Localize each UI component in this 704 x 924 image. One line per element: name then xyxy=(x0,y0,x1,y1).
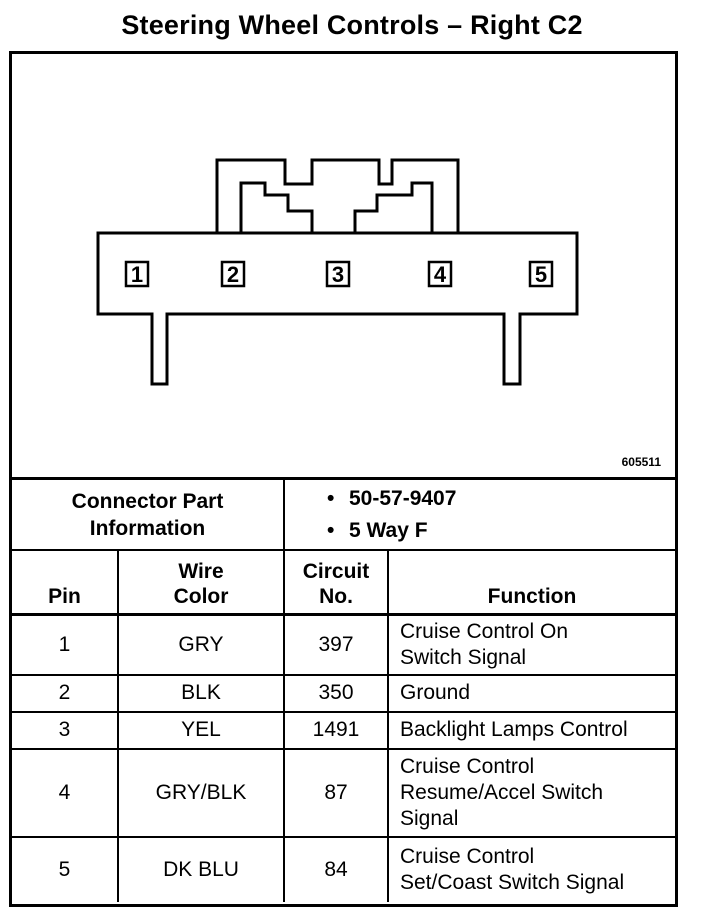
connector-latch-inner xyxy=(239,181,434,233)
function-line: Switch Signal xyxy=(400,645,527,669)
function-line: Set/Coast Switch Signal xyxy=(400,870,625,894)
wire-color-cell: YEL xyxy=(117,710,285,750)
pin-box-5 xyxy=(528,260,554,288)
pin-label-5: 5 xyxy=(535,262,547,287)
function-line: Cruise Control xyxy=(400,844,535,868)
circuit-cell: 87 xyxy=(283,747,389,838)
pin-label-4: 4 xyxy=(434,262,447,287)
function-line: Cruise Control xyxy=(400,754,535,778)
function-line: Resume/Accel Switch xyxy=(400,780,604,804)
pin-cell: 1 xyxy=(12,613,119,676)
circuit-cell: 84 xyxy=(283,835,389,902)
wire-color-cell: DK BLU xyxy=(117,835,285,902)
circuit-cell: 1491 xyxy=(283,710,389,750)
pin-label-2: 2 xyxy=(227,262,239,287)
function-line: Cruise Control On xyxy=(400,619,569,643)
pin-cell: 2 xyxy=(12,673,119,713)
pin-cell: 4 xyxy=(12,747,119,838)
function-line: Backlight Lamps Control xyxy=(400,718,628,741)
connector-part-label: Connector Part Information xyxy=(12,477,285,551)
function-line: Ground xyxy=(400,681,471,704)
connector-body xyxy=(96,231,579,386)
connector-part-values: •50-57-9407 •5 Way F xyxy=(282,477,676,551)
pin-cell: 3 xyxy=(12,710,119,750)
pin-cell: 5 xyxy=(12,835,119,902)
header-function: Function xyxy=(386,549,676,615)
pin-box-1 xyxy=(124,260,150,288)
figure-id: 605511 xyxy=(621,455,661,469)
function-cell: Backlight Lamps Control xyxy=(386,710,676,750)
page-title: Steering Wheel Controls – Right C2 xyxy=(121,10,583,40)
circuit-cell: 350 xyxy=(283,673,389,713)
pin-label-3: 3 xyxy=(332,262,344,287)
part-number: •50-57-9407 xyxy=(327,486,457,510)
connector-part-row: Connector Part Information •50-57-9407 •… xyxy=(12,477,676,551)
pin-box-4 xyxy=(427,260,453,288)
connector-diagram: 1 2 3 4 5 xyxy=(12,54,675,477)
pin-box-2 xyxy=(220,260,246,288)
connector-latch-outline xyxy=(215,158,460,233)
wire-color-cell: GRY/BLK xyxy=(117,747,285,838)
function-line: Signal xyxy=(400,806,459,830)
pinout-table: Connector Part Information •50-57-9407 •… xyxy=(12,477,676,902)
wire-color-cell: BLK xyxy=(117,673,285,713)
function-cell: Ground xyxy=(386,673,676,713)
pin-box-3 xyxy=(325,260,351,288)
wire-color-cell: GRY xyxy=(117,613,285,676)
circuit-cell: 397 xyxy=(283,613,389,676)
part-type: •5 Way F xyxy=(327,518,428,542)
pin-label-1: 1 xyxy=(131,262,143,287)
header-pin: Pin xyxy=(12,549,119,615)
